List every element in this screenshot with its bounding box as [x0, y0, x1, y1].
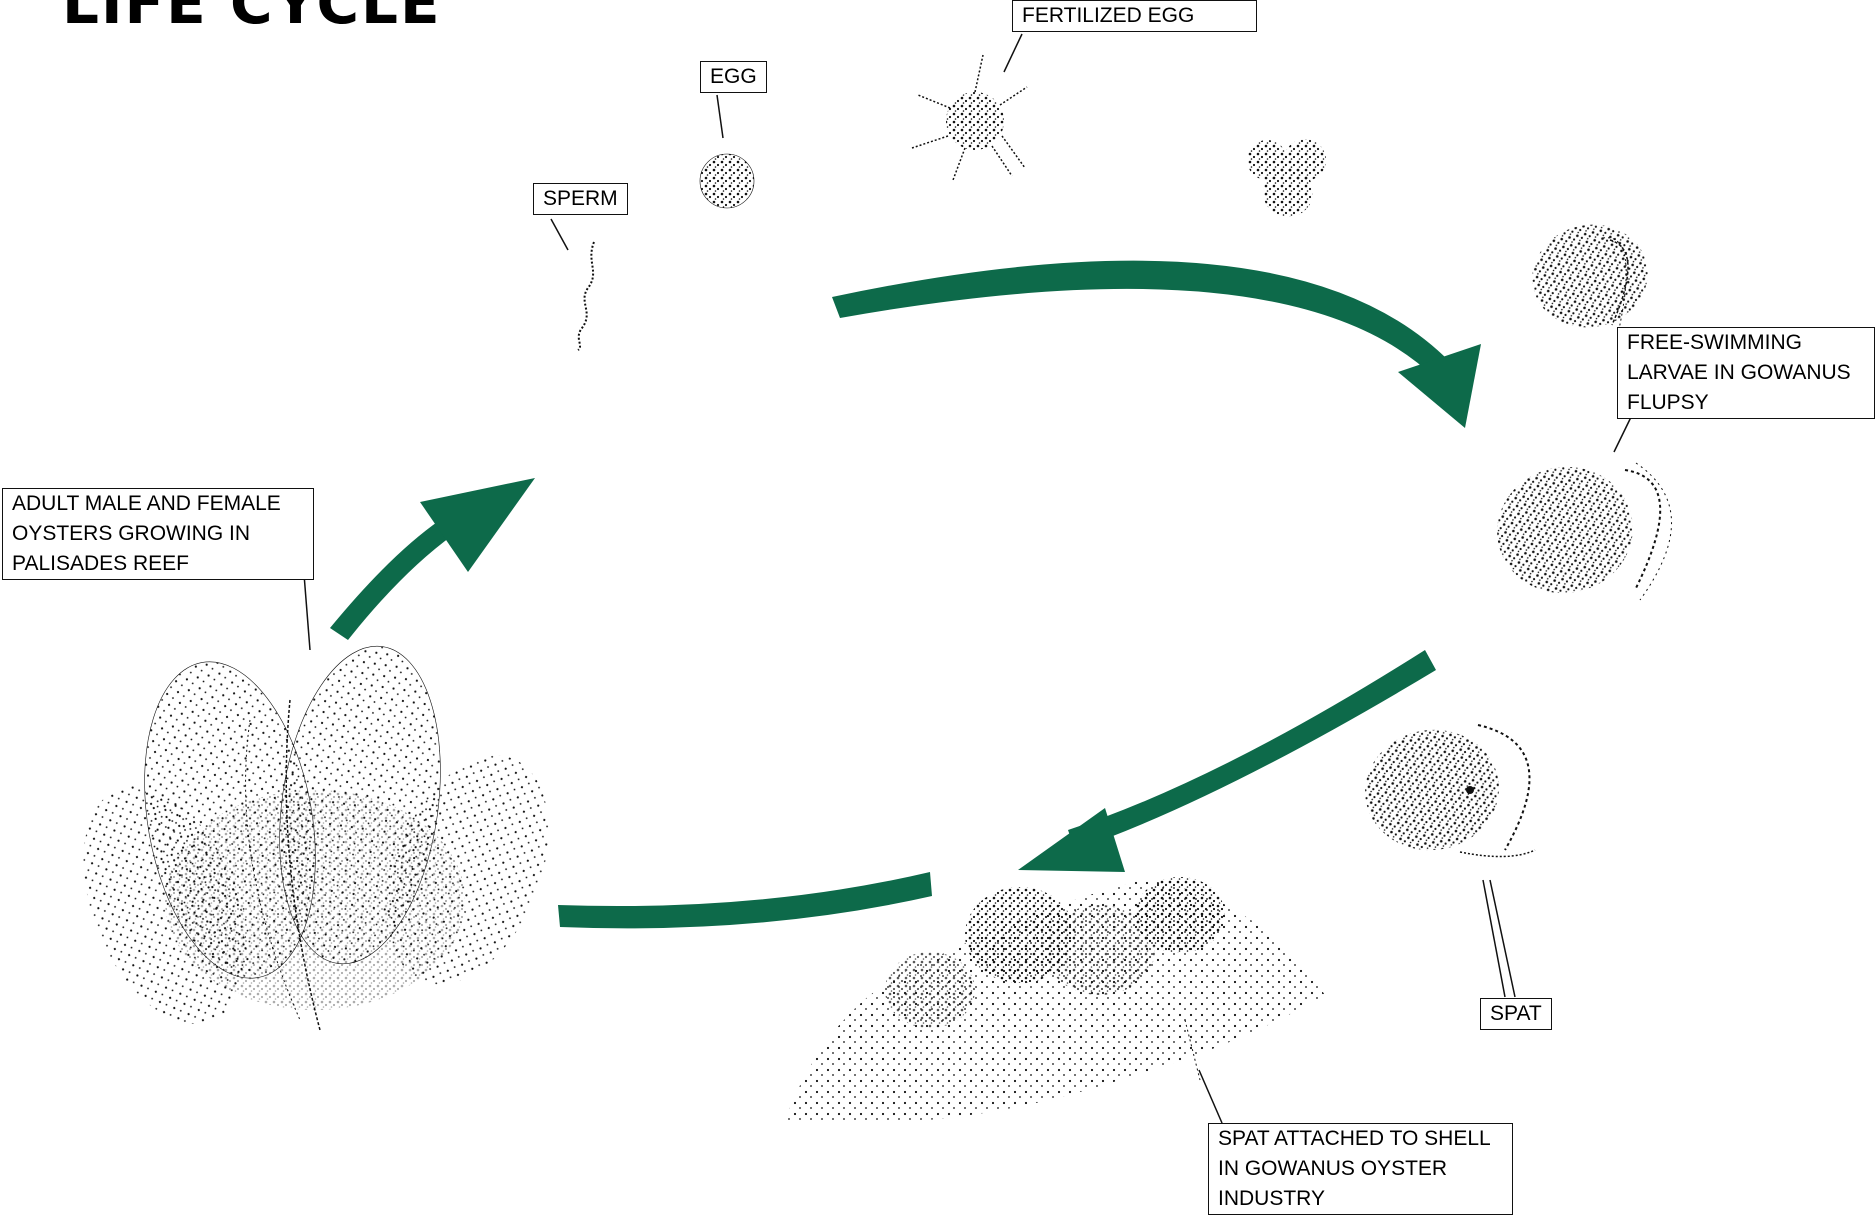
arrow-left-up-head — [420, 478, 535, 572]
fertilized-egg-illustration — [912, 55, 1027, 180]
cleaved-egg-illustration — [1247, 139, 1326, 217]
label-spat: SPAT — [1480, 998, 1552, 1030]
arrow-top — [832, 261, 1450, 378]
spat-illustration — [1357, 721, 1535, 858]
label-adult-oysters: ADULT MALE AND FEMALE OYSTERS GROWING IN… — [2, 488, 314, 580]
larva-upper-illustration — [1523, 214, 1658, 338]
egg-illustration — [700, 154, 754, 208]
arrow-bottom — [558, 872, 932, 928]
label-sperm: SPERM — [533, 183, 628, 215]
larva-lower-illustration — [1487, 456, 1671, 604]
spat-on-shell-illustration — [785, 877, 1325, 1123]
adult-oysters-illustration — [51, 636, 579, 1048]
label-spat-attached-to-shell: SPAT ATTACHED TO SHELL IN GOWANUS OYSTER… — [1208, 1123, 1513, 1215]
label-egg: EGG — [700, 61, 767, 93]
sperm-illustration — [578, 242, 594, 350]
label-free-swimming-larvae: FREE-SWIMMING LARVAE IN GOWANUS FLUPSY — [1617, 327, 1875, 419]
label-fertilized-egg: FERTILIZED EGG — [1012, 0, 1257, 32]
arrow-left-up — [330, 520, 453, 640]
